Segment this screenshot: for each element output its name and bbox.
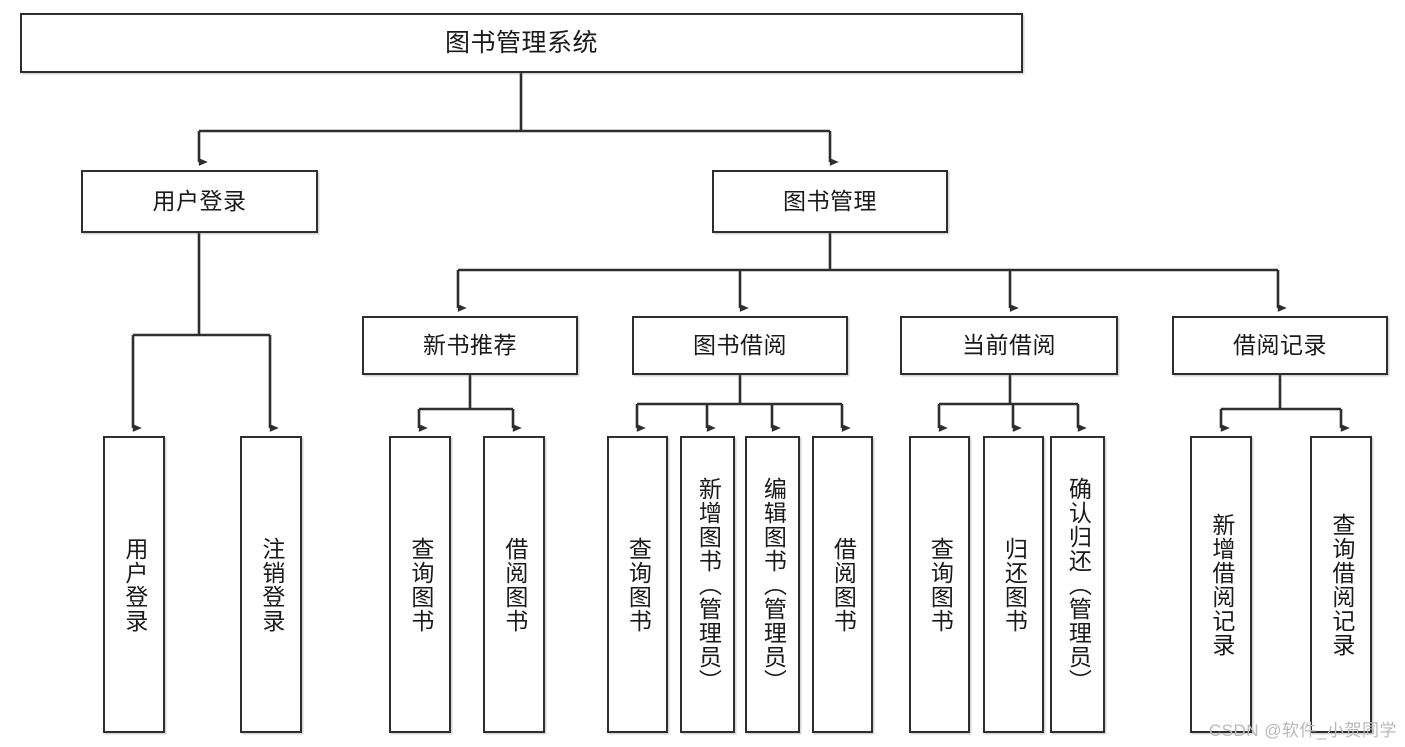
node-bb-search-book-label: 查询图书: [625, 536, 652, 633]
connector-group-book-manage: [456, 233, 1287, 312]
node-current-borrow-label: 当前借阅: [962, 332, 1056, 358]
node-book-manage[interactable]: 图书管理: [712, 170, 948, 233]
node-cb-confirm-return[interactable]: 确认归还（管理员）: [1050, 436, 1105, 733]
node-bb-borrow-book-label: 借阅图书: [830, 536, 857, 633]
node-br-search-record-label: 查询借阅记录: [1328, 512, 1355, 657]
node-root[interactable]: 图书管理系统: [20, 13, 1023, 73]
node-nbr-borrow-book-label: 借阅图书: [501, 536, 528, 633]
node-bb-search-book[interactable]: 查询图书: [607, 436, 668, 733]
node-br-search-record[interactable]: 查询借阅记录: [1310, 436, 1372, 733]
node-user-login-label: 用户登录: [152, 188, 247, 214]
node-bb-borrow-book[interactable]: 借阅图书: [812, 436, 873, 733]
node-root-label: 图书管理系统: [444, 28, 598, 57]
node-bb-edit-book-label: 编辑图书（管理员）: [760, 476, 787, 693]
node-cb-search-book[interactable]: 查询图书: [909, 436, 970, 733]
node-book-manage-label: 图书管理: [783, 188, 877, 214]
node-user-logout-label: 注销登录: [258, 536, 285, 633]
node-book-borrow[interactable]: 图书借阅: [632, 316, 848, 375]
connector-group-current-borrow: [937, 375, 1087, 432]
node-user-login[interactable]: 用户登录: [81, 170, 318, 233]
node-bb-add-book[interactable]: 新增图书（管理员）: [680, 436, 735, 733]
node-br-add-record-label: 新增借阅记录: [1208, 512, 1235, 657]
connector-group-book-borrow: [635, 375, 851, 432]
node-book-borrow-label: 图书借阅: [693, 332, 787, 358]
node-current-borrow[interactable]: 当前借阅: [900, 316, 1118, 375]
node-bb-add-book-label: 新增图书（管理员）: [695, 476, 722, 693]
node-borrow-record-label: 借阅记录: [1233, 332, 1327, 358]
node-nbr-search-book-label: 查询图书: [407, 536, 434, 633]
connector-group-new-book-recommend: [417, 375, 522, 432]
node-user-logout[interactable]: 注销登录: [240, 436, 302, 733]
connector-group-borrow-record: [1219, 375, 1350, 432]
node-cb-return-book[interactable]: 归还图书: [983, 436, 1044, 733]
node-borrow-record[interactable]: 借阅记录: [1172, 316, 1388, 375]
node-new-book-recommend[interactable]: 新书推荐: [362, 316, 578, 375]
node-nbr-borrow-book[interactable]: 借阅图书: [483, 436, 545, 733]
connector-group-root: [197, 73, 839, 166]
node-bb-edit-book[interactable]: 编辑图书（管理员）: [745, 436, 800, 733]
node-new-book-recommend-label: 新书推荐: [423, 332, 517, 358]
node-user-login-do[interactable]: 用户登录: [103, 436, 165, 733]
node-user-login-do-label: 用户登录: [121, 536, 148, 633]
node-cb-confirm-return-label: 确认归还（管理员）: [1065, 476, 1092, 693]
node-nbr-search-book[interactable]: 查询图书: [389, 436, 451, 733]
connector-group-user-login: [131, 233, 279, 432]
node-cb-return-book-label: 归还图书: [1001, 536, 1028, 633]
node-cb-search-book-label: 查询图书: [927, 536, 954, 633]
node-br-add-record[interactable]: 新增借阅记录: [1190, 436, 1252, 733]
